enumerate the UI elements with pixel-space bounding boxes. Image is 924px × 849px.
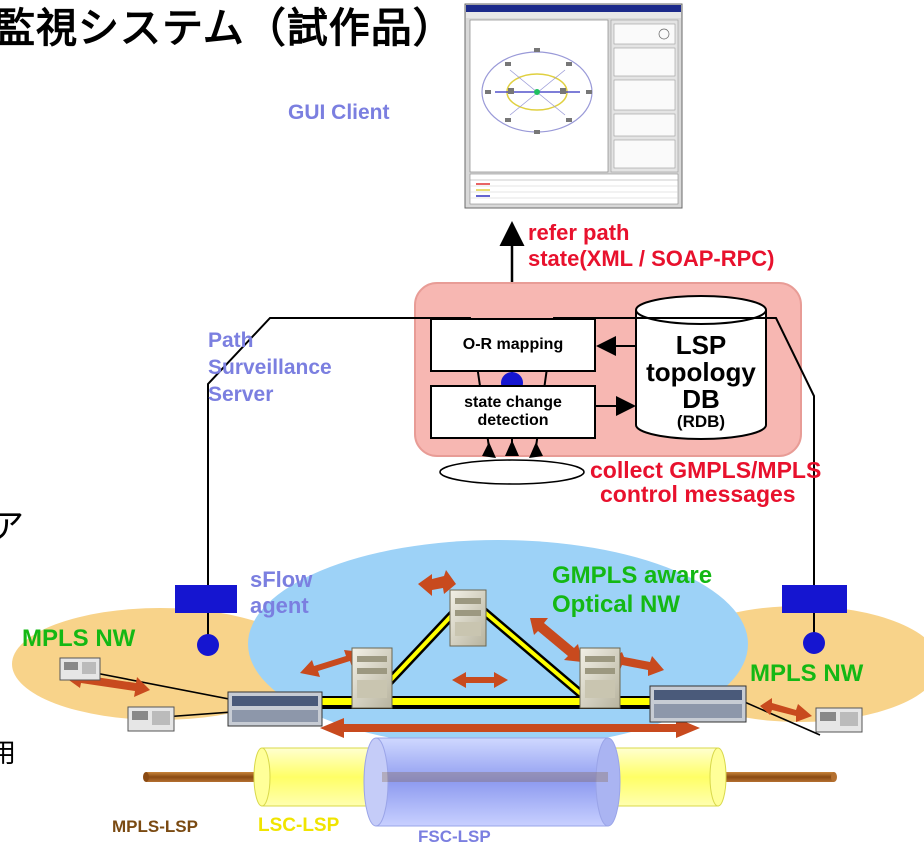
red-arrows <box>66 570 812 738</box>
collect-line1: collect GMPLS/MPLS <box>590 457 822 483</box>
gui-client-window <box>464 3 683 209</box>
db-label: LSP topology DB (RDB) <box>636 332 766 431</box>
mpls-lsp-tube-right <box>716 772 834 782</box>
lsc-lsp-label: LSC-LSP <box>258 815 340 836</box>
router-mpls-left-2 <box>127 706 175 732</box>
db-line3: DB <box>682 384 720 414</box>
sflow-agent-left <box>175 386 237 656</box>
state-change-line1: state change <box>464 394 562 411</box>
lsc-lsp-tube-left <box>261 747 383 807</box>
server-label-line3: Server <box>208 383 274 406</box>
optical-switch-right <box>579 647 621 709</box>
collect-ellipse <box>439 459 585 485</box>
optical-switch-left <box>351 647 393 709</box>
sflow-label-line2: agent <box>250 593 309 618</box>
mpls-lsp-label: MPLS-LSP <box>112 817 198 836</box>
collect-line2: control messages <box>600 481 796 507</box>
left-edge-char-2: 用 <box>0 738 17 768</box>
or-mapping-label: O-R mapping <box>462 336 564 353</box>
gui-client-label: GUI Client <box>288 101 390 124</box>
or-mapping-box: O-R mapping <box>430 318 596 372</box>
refer-path-line2: state(XML / SOAP-RPC) <box>528 246 775 271</box>
server-label-line2: Surveillance <box>208 356 332 379</box>
sflow-agent-right <box>782 585 847 654</box>
fsc-lsp-tube <box>375 737 609 827</box>
page-title: 監視システム（試作品） <box>0 4 455 52</box>
refer-path-line1: refer path <box>528 220 630 245</box>
collection-arrowheads <box>482 440 543 458</box>
optical-label-line1: GMPLS aware <box>552 562 713 589</box>
router-edge-right <box>649 685 747 723</box>
fsc-lsp-label: FSC-LSP <box>418 827 491 846</box>
state-change-line2: detection <box>477 412 549 429</box>
mpls-left-label: MPLS NW <box>22 625 136 652</box>
db-sub: (RDB) <box>676 412 726 431</box>
router-edge-left <box>227 691 323 727</box>
optical-label-line2: Optical NW <box>552 591 681 618</box>
lsp-tubes <box>143 737 837 827</box>
path-table <box>469 173 679 205</box>
mpls-lsp-tube-left <box>146 772 266 782</box>
state-change-detection-box: state change detection <box>430 385 596 439</box>
router-mpls-left-1 <box>59 657 101 681</box>
mpls-right-label: MPLS NW <box>750 660 864 687</box>
topology-view <box>469 19 609 173</box>
sflow-label-line1: sFlow <box>250 567 313 592</box>
window-titlebar <box>466 5 681 12</box>
server-label-line1: Path <box>208 329 254 352</box>
router-mpls-right <box>815 707 863 733</box>
db-line2: topology <box>646 357 756 387</box>
left-edge-char-1: ア <box>0 508 24 546</box>
optical-switch-top <box>449 589 487 647</box>
db-line1: LSP <box>675 330 727 360</box>
